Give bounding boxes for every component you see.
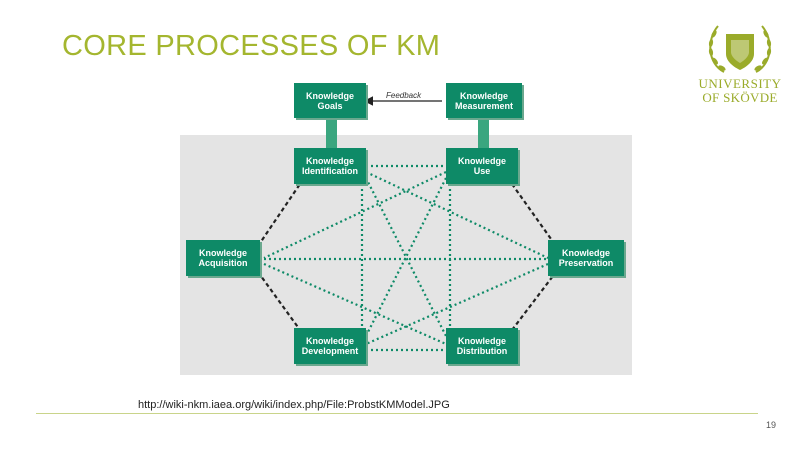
node-knowledge-goals: Knowledge Goals bbox=[294, 83, 366, 118]
node-line: Development bbox=[301, 346, 359, 356]
link-use-preservation bbox=[511, 183, 557, 247]
node-line: Use bbox=[473, 166, 491, 176]
node-line: Acquisition bbox=[198, 258, 248, 268]
connector-measurement-use bbox=[478, 118, 489, 148]
node-line: Knowledge bbox=[305, 336, 354, 346]
logo-text-line2: OF SKÖVDE bbox=[702, 90, 778, 105]
slide-title: CORE PROCESSES OF KM bbox=[62, 30, 441, 62]
node-knowledge-identification: Knowledge Identification bbox=[294, 148, 366, 184]
logo-text-line1: UNIVERSITY bbox=[698, 76, 782, 91]
node-knowledge-use: Knowledge Use bbox=[446, 148, 518, 184]
node-knowledge-development: Knowledge Development bbox=[294, 328, 366, 364]
node-line: Knowledge bbox=[561, 248, 610, 258]
node-line: Goals bbox=[317, 100, 343, 111]
link-acquisition-distribution bbox=[263, 262, 447, 346]
node-line: Knowledge bbox=[457, 156, 506, 166]
node-knowledge-measurement: Knowledge Measurement bbox=[446, 83, 522, 118]
link-acquisition-development bbox=[257, 271, 301, 331]
node-line: Preservation bbox=[558, 258, 614, 268]
node-line: Distribution bbox=[456, 346, 508, 356]
node-line: Knowledge bbox=[459, 90, 508, 101]
page-number: 19 bbox=[766, 420, 777, 430]
node-knowledge-preservation: Knowledge Preservation bbox=[548, 240, 624, 276]
node-line: Measurement bbox=[454, 100, 514, 111]
feedback-label: Feedback bbox=[386, 91, 422, 100]
node-knowledge-distribution: Knowledge Distribution bbox=[446, 328, 518, 364]
footer-divider bbox=[36, 413, 758, 414]
node-knowledge-acquisition: Knowledge Acquisition bbox=[186, 240, 260, 276]
node-line: Knowledge bbox=[198, 248, 247, 258]
node-line: Knowledge bbox=[305, 90, 354, 101]
university-logo bbox=[708, 25, 772, 73]
node-line: Identification bbox=[302, 166, 358, 176]
node-line: Knowledge bbox=[305, 156, 354, 166]
node-line: Knowledge bbox=[457, 336, 506, 346]
connector-goals-identification bbox=[326, 118, 337, 148]
link-acquisition-identification bbox=[257, 183, 301, 247]
link-use-acquisition bbox=[263, 171, 447, 259]
link-identification-preservation bbox=[365, 171, 549, 259]
link-distribution-preservation bbox=[511, 271, 557, 331]
source-link[interactable]: http://wiki-nkm.iaea.org/wiki/index.php/… bbox=[138, 399, 450, 411]
link-preservation-development bbox=[365, 262, 549, 346]
